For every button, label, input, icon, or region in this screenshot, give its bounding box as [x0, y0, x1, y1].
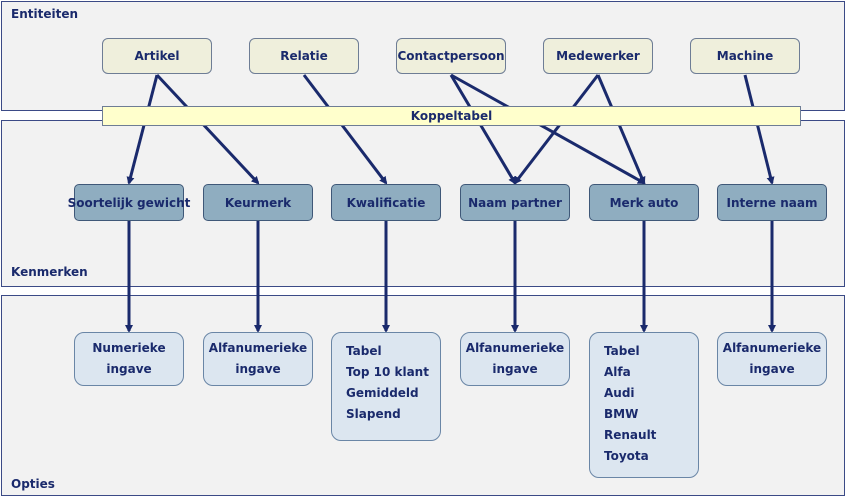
kenmerk-naam-partner[interactable]: Naam partner: [460, 184, 570, 221]
optie-merk-auto-tabel: Tabel Alfa Audi BMW Renault Toyota: [589, 332, 699, 478]
entity-artikel[interactable]: Artikel: [102, 38, 212, 74]
optie-line: Alfanumerieke: [208, 341, 308, 355]
optie-line: Alfanumerieke: [722, 341, 822, 355]
koppeltabel-bar: Koppeltabel: [102, 106, 801, 126]
optie-line: Gemiddeld: [346, 386, 419, 400]
optie-line: Tabel: [604, 344, 640, 358]
optie-kwalificatie-tabel: Tabel Top 10 klant Gemiddeld Slapend: [331, 332, 441, 441]
optie-line: Toyota: [604, 449, 649, 463]
kenmerk-interne-naam[interactable]: Interne naam: [717, 184, 827, 221]
optie-alfanumerieke-ingave-keurmerk: Alfanumerieke ingave: [203, 332, 313, 386]
entity-contactpersoon[interactable]: Contactpersoon: [396, 38, 506, 74]
kenmerk-merk-auto[interactable]: Merk auto: [589, 184, 699, 221]
optie-line: Top 10 klant: [346, 365, 429, 379]
kenmerk-keurmerk[interactable]: Keurmerk: [203, 184, 313, 221]
optie-alfanumerieke-ingave-interne-naam: Alfanumerieke ingave: [717, 332, 827, 386]
band-label-kenmerken: Kenmerken: [11, 265, 88, 279]
kenmerk-kwalificatie[interactable]: Kwalificatie: [331, 184, 441, 221]
optie-line: ingave: [492, 362, 538, 376]
optie-line: ingave: [749, 362, 795, 376]
optie-line: ingave: [106, 362, 152, 376]
band-label-entiteiten: Entiteiten: [11, 7, 78, 21]
optie-line: Slapend: [346, 407, 401, 421]
entity-medewerker[interactable]: Medewerker: [543, 38, 653, 74]
optie-line: ingave: [235, 362, 281, 376]
entity-relatie[interactable]: Relatie: [249, 38, 359, 74]
optie-line: BMW: [604, 407, 639, 421]
kenmerk-soortelijk-gewicht[interactable]: Soortelijk gewicht: [68, 184, 190, 221]
optie-alfanumerieke-ingave-naam-partner: Alfanumerieke ingave: [460, 332, 570, 386]
optie-line: Alfa: [604, 365, 631, 379]
optie-line: Audi: [604, 386, 635, 400]
optie-line: Tabel: [346, 344, 382, 358]
band-label-opties: Opties: [11, 477, 55, 491]
optie-line: Numerieke: [92, 341, 166, 355]
optie-line: Alfanumerieke: [465, 341, 565, 355]
optie-numerieke-ingave: Numerieke ingave: [74, 332, 184, 386]
optie-line: Renault: [604, 428, 657, 442]
entity-machine[interactable]: Machine: [690, 38, 800, 74]
